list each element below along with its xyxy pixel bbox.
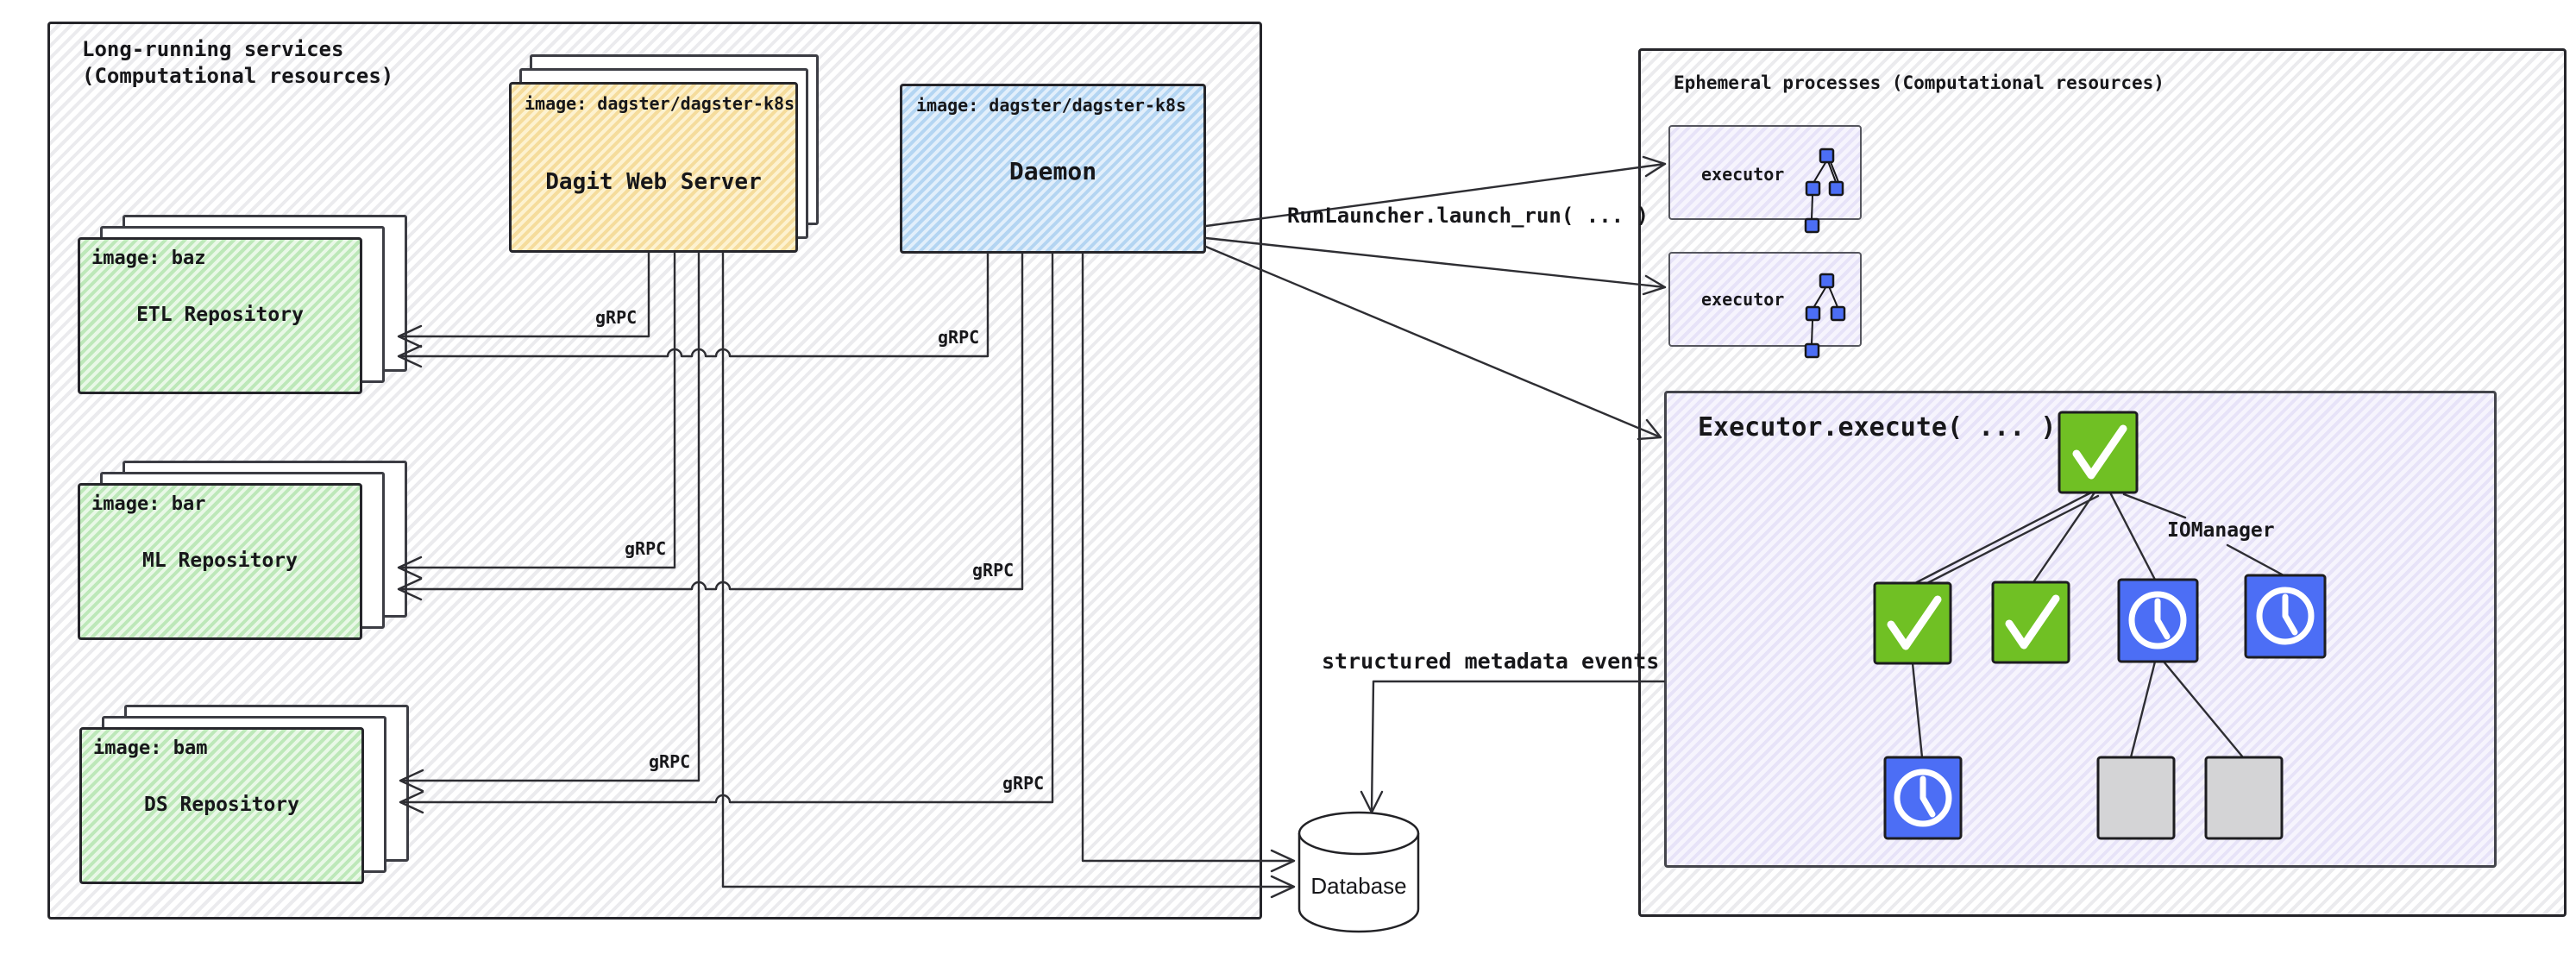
grpc-label-dagit-ml: gRPC (625, 538, 667, 559)
arrow-daemon-executor-2 (1204, 236, 1667, 296)
grpc-label-dagit-etl: gRPC (595, 307, 638, 328)
daemon-image-label: image: dagster/dagster-k8s (916, 95, 1187, 116)
daemon-box (900, 84, 1206, 254)
etl-repo-image-label: image: baz (91, 248, 206, 269)
ds-repository-box (79, 727, 364, 884)
grpc-label-daemon-ds: gRPC (1002, 773, 1045, 794)
database-icon (1297, 811, 1420, 933)
left-panel-title-line1: Long-running services (82, 37, 344, 61)
ds-repo-name: DS Repository (143, 794, 299, 816)
iomanager-label: IOManager (2167, 519, 2275, 542)
ml-repo-name: ML Repository (141, 549, 298, 572)
executor-execute-box (1664, 391, 2497, 868)
dagit-image-label: image: dagster/dagster-k8s (525, 93, 795, 114)
daemon-name: Daemon (1008, 157, 1097, 185)
executor-1-label: executor (1701, 164, 1785, 185)
ds-repo-image-label: image: bam (93, 737, 208, 759)
left-panel-title-line2: (Computational resources) (82, 64, 394, 88)
executor-box-1 (1668, 125, 1862, 220)
etl-repository-box (78, 237, 362, 394)
executor-2-label: executor (1701, 289, 1785, 310)
ml-repository-box (78, 483, 362, 640)
metadata-events-label: structured metadata events (1322, 649, 1660, 674)
executor-execute-title: Executor.execute( ... ) (1698, 412, 2057, 442)
grpc-label-daemon-ml: gRPC (972, 560, 1015, 581)
dagit-web-server-box (509, 82, 798, 253)
arrow-daemon-execute-box (1204, 245, 1662, 441)
dagit-name: Dagit Web Server (545, 169, 762, 195)
grpc-label-daemon-etl: gRPC (938, 327, 980, 348)
right-panel-title: Ephemeral processes (Computational resou… (1674, 72, 2164, 93)
ml-repo-image-label: image: bar (91, 493, 206, 515)
grpc-label-dagit-ds: gRPC (649, 751, 691, 772)
etl-repo-name: ETL Repository (136, 304, 304, 326)
wire-metadata-events (1360, 680, 1666, 814)
run-launcher-label: RunLauncher.launch_run( ... ) (1287, 204, 1649, 228)
database-label: Database (1310, 873, 1407, 899)
